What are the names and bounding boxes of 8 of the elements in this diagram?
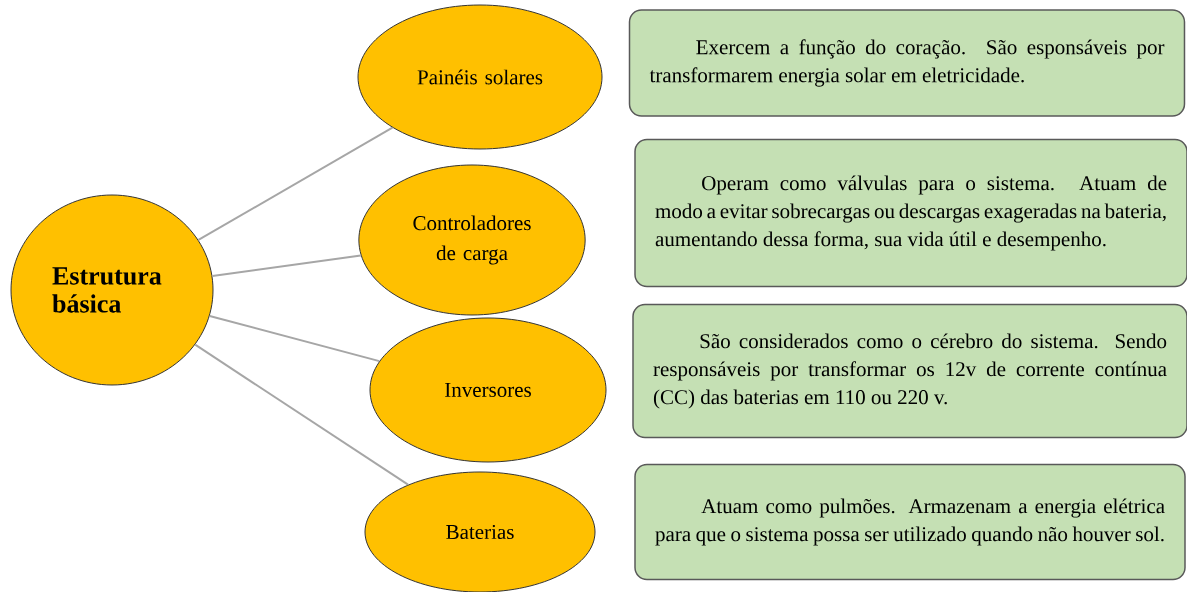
connector-line <box>211 254 362 278</box>
connector-line <box>194 343 410 486</box>
description-box: Exercem a função do coração. São esponsáveis por transformarem energia solar em eletricidade. <box>628 9 1186 117</box>
connector-line <box>208 314 381 363</box>
description-box: Atuam como pulmões. Armazenam a energia elétrica para que o sistema possa ser utilizado quando não houver sol. <box>634 463 1186 581</box>
connector-line <box>197 126 394 241</box>
description-box: Operam como válvulas para o sistema. Atuam de modo a evitar sobrecargas ou descargas exageradas na bateria, aumentando dessa forma, sua vida útil e desempenho. <box>634 138 1187 288</box>
description-box: São considerados como o cérebro do sistema. Sendo responsáveis por transformar os 12v de corrente contínua (CC) das baterias em 110 ou 220 v. <box>632 303 1187 439</box>
